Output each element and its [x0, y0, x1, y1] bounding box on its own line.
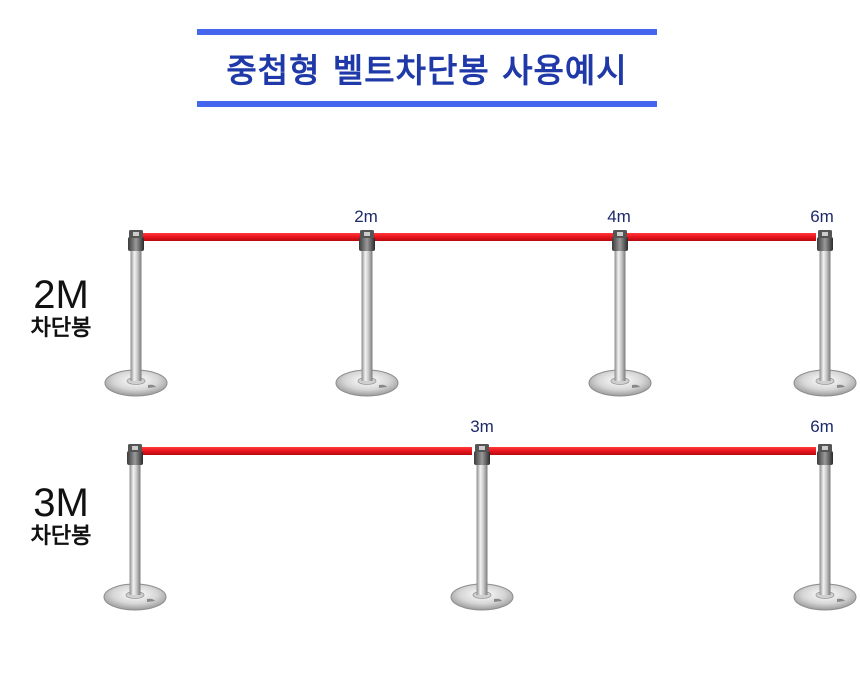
row-label-text: 차단봉 — [30, 316, 92, 341]
stanchion-post — [450, 443, 514, 611]
belt — [373, 233, 613, 241]
distance-marker: 6m — [810, 207, 834, 226]
row-label-2m: 2M 차단봉 — [6, 274, 116, 342]
distance-marker: 4m — [607, 207, 631, 226]
page-title: 중첩형 벨트차단봉 사용예시 — [226, 51, 628, 90]
stanchion-post — [793, 443, 857, 611]
row-label-size: 3M — [33, 481, 89, 525]
row-label-size: 2M — [33, 273, 89, 317]
row-label-3m: 3M 차단봉 — [6, 482, 116, 550]
stanchion-post — [588, 229, 652, 397]
belt — [142, 233, 360, 241]
distance-marker: 2m — [354, 207, 378, 226]
distance-marker: 6m — [810, 417, 834, 436]
title-top-rule — [197, 29, 657, 35]
stanchion-post — [335, 229, 399, 397]
stanchion-post — [793, 229, 857, 397]
row-label-text: 차단봉 — [30, 524, 92, 549]
title-bottom-rule — [197, 101, 657, 107]
belt — [626, 233, 816, 241]
stanchion-post — [104, 229, 168, 397]
title-banner: 중첩형 벨트차단봉 사용예시 — [197, 29, 657, 107]
distance-marker: 3m — [470, 417, 494, 436]
belt — [489, 447, 816, 455]
belt — [142, 447, 472, 455]
stanchion-post — [103, 443, 167, 611]
